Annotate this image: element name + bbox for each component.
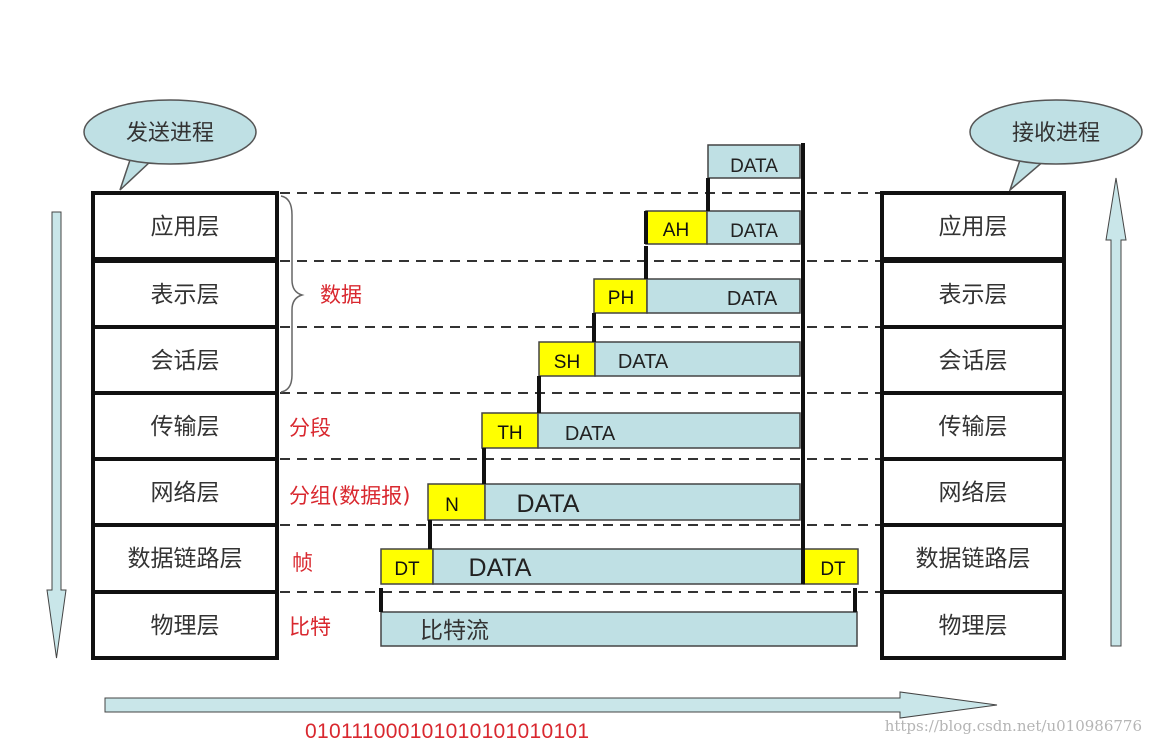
receiver-bubble-tail (1008, 159, 1048, 193)
dt-data-label: DATA (469, 554, 532, 582)
ah-data-block (706, 210, 801, 245)
receiver-layer-application: 应用层 (939, 214, 1008, 240)
layer-box (880, 325, 1066, 395)
ph-data-label: DATA (727, 288, 778, 310)
ph-header (593, 278, 648, 314)
receiver-layer-presentation: 表示层 (939, 282, 1008, 308)
receiver-layer-stack: 应用层 表示层 会话层 传输层 网络层 数据链路层 物理层 (880, 191, 1066, 660)
ah-header-label: AH (663, 220, 689, 241)
sender-layer-presentation: 表示层 (151, 282, 220, 308)
th-data-block (537, 412, 801, 449)
layer-box (91, 590, 279, 660)
receiver-layer-network: 网络层 (939, 480, 1008, 506)
sender-layer-transport: 传输层 (151, 414, 220, 440)
sender-layer-physical: 物理层 (151, 613, 220, 639)
layer-box (880, 590, 1066, 660)
sh-data-block (594, 341, 801, 377)
pdu-label-packet: 分组(数据报) (289, 484, 410, 508)
pdu-label-bits: 比特 (289, 615, 331, 639)
sh-header-label: SH (554, 352, 580, 373)
encapsulation-stack: DATA AH DATA PH DATA SH DATA TH DATA N D… (379, 143, 859, 647)
layer-box (91, 523, 279, 594)
layer-box (880, 523, 1066, 594)
dt-trailer (803, 548, 859, 585)
receiver-layer-transport: 传输层 (939, 414, 1008, 440)
pdu-label-data: 数据 (320, 283, 362, 307)
sender-bubble-shape (83, 99, 257, 165)
pdu-label-segment: 分段 (289, 416, 331, 440)
th-header-label: TH (497, 423, 522, 444)
bitstream-digits: 010111000101010101010101 (305, 720, 589, 743)
th-data-label: DATA (565, 423, 616, 445)
sender-bubble-tail (119, 159, 154, 191)
receiver-up-arrow (1105, 177, 1127, 647)
staircase-connectors (379, 143, 857, 612)
ph-header-label: PH (608, 288, 634, 309)
n-data-block (484, 483, 801, 521)
n-data-label: DATA (517, 490, 580, 518)
layer-box (880, 191, 1066, 261)
receiver-bubble-label: 接收进程 (1012, 121, 1100, 146)
ah-data-label: DATA (730, 221, 778, 242)
dt-header (380, 548, 434, 585)
receiver-layer-physical: 物理层 (939, 613, 1008, 639)
top-data-block (707, 144, 801, 179)
receiver-layer-datalink: 数据链路层 (916, 546, 1031, 572)
layer-guides (280, 192, 880, 593)
n-header-label: N (445, 495, 459, 516)
bitstream-block (380, 611, 858, 647)
watermark: https://blog.csdn.net/u010986776 (885, 717, 1142, 735)
transmission-arrow (104, 691, 998, 719)
layer-box (91, 457, 279, 527)
dt-data-block (432, 548, 805, 585)
ph-data-block (646, 278, 801, 314)
layer-box (880, 259, 1066, 329)
layer-box (91, 259, 279, 329)
bitstream-block-label: 比特流 (420, 618, 489, 644)
sender-layer-datalink: 数据链路层 (128, 546, 243, 572)
sender-layer-application: 应用层 (151, 214, 220, 240)
sender-bubble: 发送进程 (83, 99, 257, 191)
sender-layer-network: 网络层 (151, 480, 220, 506)
sender-layer-stack: 应用层 表示层 会话层 传输层 网络层 数据链路层 物理层 (91, 191, 279, 660)
sender-bubble-label: 发送进程 (126, 121, 214, 146)
dt-trailer-label: DT (820, 559, 846, 580)
sh-header (538, 341, 596, 377)
layer-box (91, 391, 279, 461)
receiver-bubble: 接收进程 (969, 99, 1143, 193)
top-data-label: DATA (730, 156, 778, 177)
sender-layer-session: 会话层 (151, 348, 220, 374)
sender-down-arrow (46, 211, 67, 659)
dt-header-label: DT (394, 559, 420, 580)
n-header (427, 483, 486, 521)
sh-data-label: DATA (618, 351, 669, 373)
receiver-layer-session: 会话层 (939, 348, 1008, 374)
data-brace (280, 195, 305, 393)
receiver-bubble-shape (969, 99, 1143, 165)
pdu-label-frame: 帧 (292, 551, 313, 575)
layer-box (880, 391, 1066, 461)
